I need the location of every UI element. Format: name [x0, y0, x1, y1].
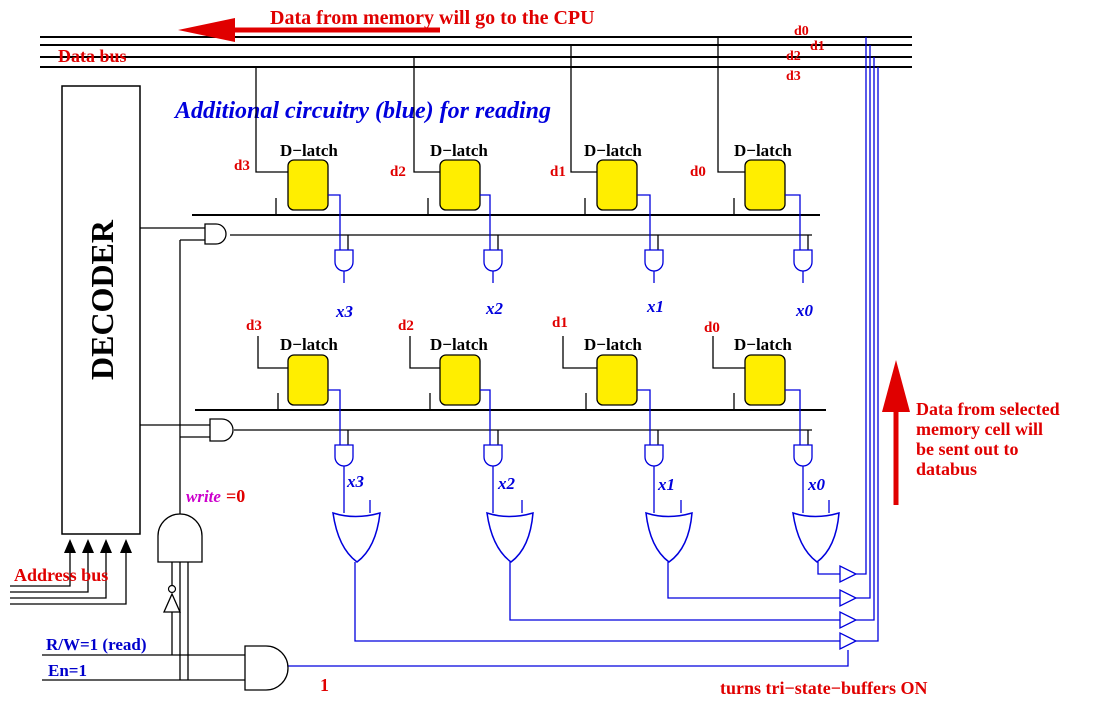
- address-bus: [10, 539, 132, 605]
- row1-and-gate: [204, 223, 227, 245]
- memory-row-2: [140, 336, 826, 442]
- output-label: x1: [657, 475, 675, 494]
- d-latch: [744, 354, 786, 406]
- output-label: x2: [485, 299, 504, 318]
- input-label: d1: [550, 164, 566, 180]
- latch-title: D−latch: [430, 335, 488, 354]
- bus-line-labels: d0 d1 d2 d3: [786, 24, 825, 84]
- tri-state-buffer: [839, 610, 858, 630]
- d-latch: [287, 159, 329, 211]
- d-latch: [287, 354, 329, 406]
- output-label: x2: [497, 474, 516, 493]
- latch-title: D−latch: [584, 335, 642, 354]
- rw-label: R/W=1 (read): [46, 635, 147, 654]
- or-gates: [332, 500, 840, 563]
- bus-label-d3: d3: [786, 69, 801, 84]
- additional-circuitry-label: Additional circuitry (blue) for reading: [173, 98, 551, 124]
- decoder-label: DECODER: [84, 219, 120, 380]
- not-gate: [162, 592, 182, 613]
- address-bus-label: Address bus: [14, 565, 108, 585]
- input-label: d2: [398, 318, 414, 334]
- or-to-buffer-wires: [354, 562, 840, 642]
- latch-title: D−latch: [734, 141, 792, 160]
- data-bus-label: Data bus: [58, 46, 127, 66]
- write-logic: [157, 513, 203, 680]
- arrow-right-line-3: be sent out to: [916, 439, 1019, 459]
- data-bus: [40, 36, 912, 68]
- buffer-enable-wire: [288, 650, 849, 667]
- output-label: x1: [646, 297, 664, 316]
- arrow-right-line-1: Data from selected: [916, 399, 1060, 419]
- output-label: x0: [795, 301, 814, 320]
- turns-on-label: turns tri−state−buffers ON: [720, 678, 927, 698]
- write-value: =0: [226, 486, 245, 506]
- bus-label-d1: d1: [810, 39, 825, 54]
- latch-title: D−latch: [280, 335, 338, 354]
- decoder-block: [61, 85, 141, 535]
- d-latch: [439, 354, 481, 406]
- latch-row-1: D−latch D−latch D−latch D−latch d3 d2 d1…: [234, 141, 792, 211]
- read-gates-row-1: x3 x2 x1 x0: [328, 194, 814, 321]
- output-label: x3: [335, 302, 354, 321]
- latch-title: D−latch: [280, 141, 338, 160]
- enable-value: 1: [320, 675, 329, 695]
- latch-title: D−latch: [584, 141, 642, 160]
- row2-and-gate: [209, 418, 234, 442]
- d-latch: [596, 354, 638, 406]
- tri-state-buffer: [839, 631, 858, 651]
- tri-state-buffer: [839, 564, 858, 584]
- arrow-right-line-4: databus: [916, 459, 977, 479]
- output-label: x3: [346, 472, 365, 491]
- write-and-gate: [157, 513, 203, 563]
- output-label: x0: [807, 475, 826, 494]
- input-label: d0: [690, 164, 706, 180]
- write-label: write: [186, 487, 221, 506]
- d-latch: [439, 159, 481, 211]
- tri-state-buffer: [839, 588, 858, 608]
- arrow-top-label: Data from memory will go to the CPU: [270, 7, 595, 29]
- latch-row-2: D−latch D−latch D−latch D−latch d3 d2 d1…: [246, 315, 792, 406]
- input-label: d0: [704, 320, 720, 336]
- input-label: d2: [390, 164, 406, 180]
- arrow-to-databus: [882, 360, 910, 505]
- bus-label-d2: d2: [786, 49, 801, 64]
- bus-drop-wires: [255, 37, 745, 173]
- control-inputs: [42, 645, 289, 691]
- en-label: En=1: [48, 661, 87, 680]
- latch-title: D−latch: [430, 141, 488, 160]
- arrow-to-cpu: [178, 18, 440, 42]
- d-latch: [744, 159, 786, 211]
- input-label: d3: [234, 158, 250, 174]
- input-label: d1: [552, 315, 568, 331]
- read-enable-and-gate: [244, 645, 289, 691]
- input-label: d3: [246, 318, 262, 334]
- arrow-right-line-2: memory cell will: [916, 419, 1043, 439]
- latch-title: D−latch: [734, 335, 792, 354]
- d-latch: [596, 159, 638, 211]
- tri-state-buffers: [839, 37, 879, 651]
- read-gates-row-2: x3 x2 x1 x0: [328, 389, 826, 513]
- bus-label-d0: d0: [794, 24, 809, 39]
- memory-row-1: [140, 198, 820, 245]
